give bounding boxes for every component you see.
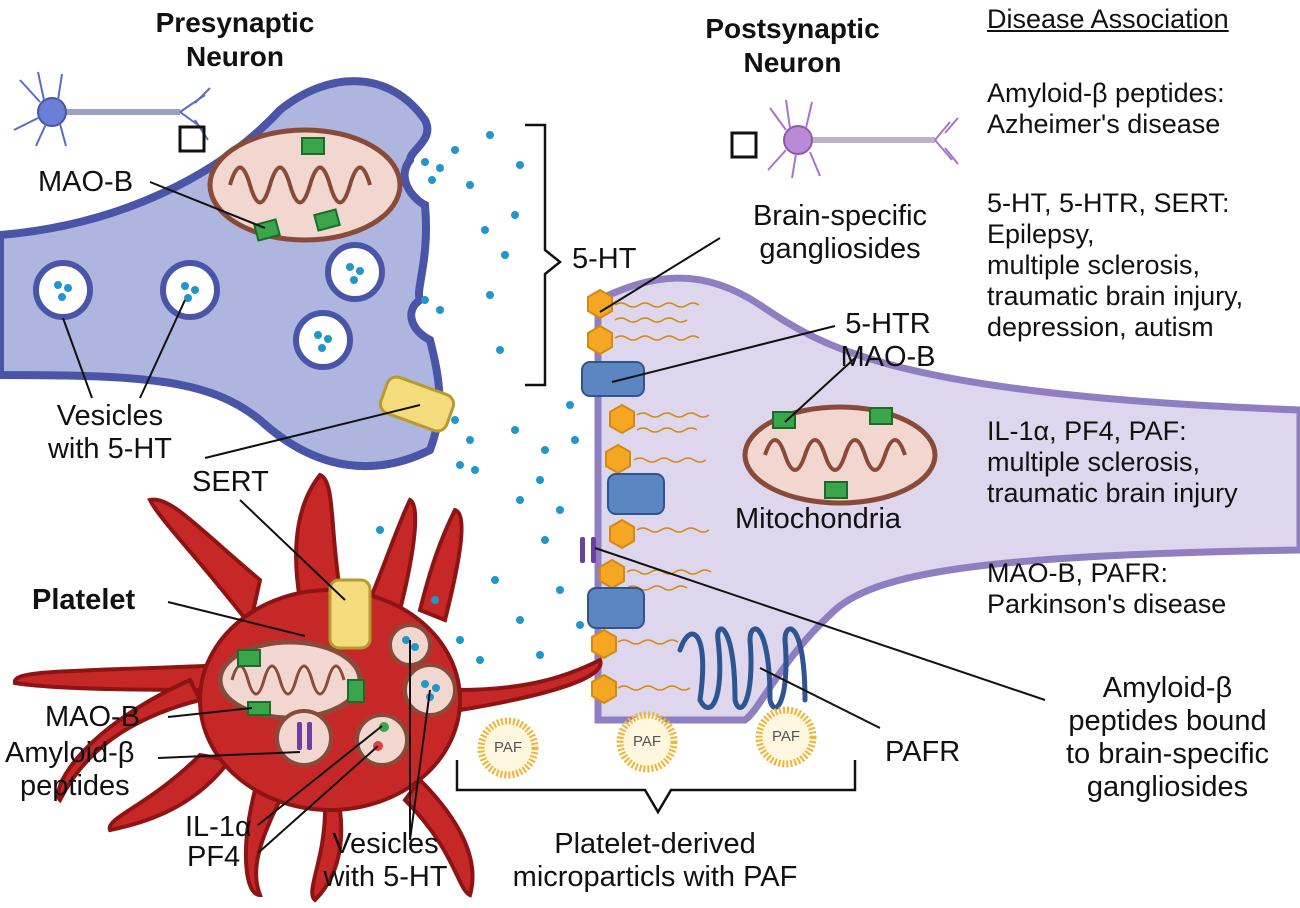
postsynaptic-zoom-box: [730, 131, 758, 159]
disease-group-amyloid: Amyloid-β peptides: Azheimer's disease: [987, 78, 1225, 139]
disease-group-inflammatory: IL-1α, PF4, PAF: multiple sclerosis, tra…: [987, 416, 1238, 508]
label-five-ht: 5-HT: [572, 243, 637, 275]
platelet-mitochondrion: [217, 639, 365, 721]
label-mao-b-platelet: MAO-B: [45, 701, 141, 733]
label-mao-b-presynaptic: MAO-B: [38, 166, 134, 198]
disease-group-parkinson: MAO-B, PAFR: Parkinson's disease: [987, 558, 1227, 619]
postsynaptic-neuron-thumbnail: [767, 99, 959, 179]
sert-platelet: [328, 578, 372, 650]
label-pf4: PF4: [187, 841, 241, 873]
presynaptic-zoom-box: [178, 125, 206, 153]
ganglioside-column: [587, 288, 635, 705]
label-amyloid-bound: Amyloid-β peptides bound to brain-specif…: [1065, 672, 1270, 803]
paf-microparticles: [477, 706, 817, 779]
label-brain-gangliosides: Brain-specific gangliosides: [752, 200, 928, 265]
paf-tag-1: PAF: [493, 739, 523, 756]
microparticles-bracket: [455, 760, 857, 815]
label-il1a: IL-1α: [185, 811, 252, 843]
label-vesicles-presynaptic: Vesicles with 5-HT: [47, 400, 173, 465]
five-ht-bracket: [525, 123, 563, 387]
label-five-htr-mao-b: 5-HTR MAO-B: [840, 308, 936, 373]
disease-group-serotonin: 5-HT, 5-HTR, SERT: Epilepsy, multiple sc…: [987, 188, 1244, 342]
disease-association-panel: Disease Association: [987, 4, 1229, 35]
label-amyloid-platelet: Amyloid-β peptides: [5, 737, 135, 802]
disease-association-header: Disease Association: [987, 4, 1229, 34]
amyloid-postsynaptic: [580, 537, 596, 563]
pafr-receptor: [677, 626, 808, 710]
label-pafr: PAFR: [885, 736, 961, 768]
presynaptic-title: Presynaptic Neuron: [155, 7, 315, 72]
paf-tag-3: PAF: [771, 728, 801, 745]
presynaptic-mitochondrion: [207, 127, 403, 243]
postsynaptic-mitochondrion: [742, 404, 938, 506]
presynaptic-neuron-thumbnail: [13, 71, 211, 147]
presynaptic-vesicles: [33, 242, 385, 370]
postsynaptic-title: Postsynaptic Neuron: [705, 13, 880, 78]
serotonin-molecules: [376, 131, 584, 664]
leader-lines: [62, 181, 1046, 854]
label-sert: SERT: [192, 466, 269, 498]
label-vesicles-platelet: Vesicles with 5-HT: [323, 828, 448, 893]
label-platelet: Platelet: [32, 584, 136, 616]
postsynaptic-terminal: [594, 274, 1300, 724]
paf-tag-2: PAF: [632, 733, 662, 750]
five-htr-receptors: [581, 361, 665, 629]
label-microparticles: Platelet-derived microparticls with PAF: [512, 828, 798, 893]
label-mitochondria: Mitochondria: [735, 503, 902, 535]
sert-presynaptic: [378, 375, 456, 433]
